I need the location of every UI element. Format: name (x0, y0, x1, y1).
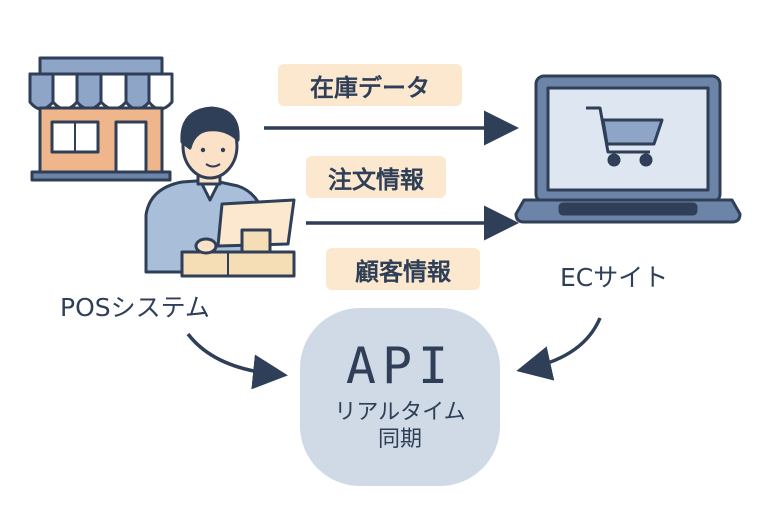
api-hub-line1: リアルタイム (334, 399, 466, 425)
ec-to-api-arrow (516, 317, 602, 381)
pos-to-api-arrow (186, 332, 288, 390)
pos-terminal-icon (180, 198, 296, 278)
api-hub-title: API (345, 336, 455, 395)
flow-label-orders: 注文情報 (306, 156, 446, 198)
api-hub-line2: 同期 (377, 427, 422, 452)
pos-system-label: POSシステム (60, 293, 210, 322)
flow-label-customers: 顧客情報 (326, 248, 480, 290)
store-icon (28, 56, 174, 182)
api-hub: API リアルタイム 同期 (300, 308, 500, 486)
shopping-cart-icon (586, 106, 664, 167)
laptop-icon (514, 74, 742, 224)
cashier-person-icon (144, 106, 270, 274)
ec-site-label: ECサイト (560, 263, 669, 292)
flow-label-inventory: 在庫データ (278, 64, 462, 106)
